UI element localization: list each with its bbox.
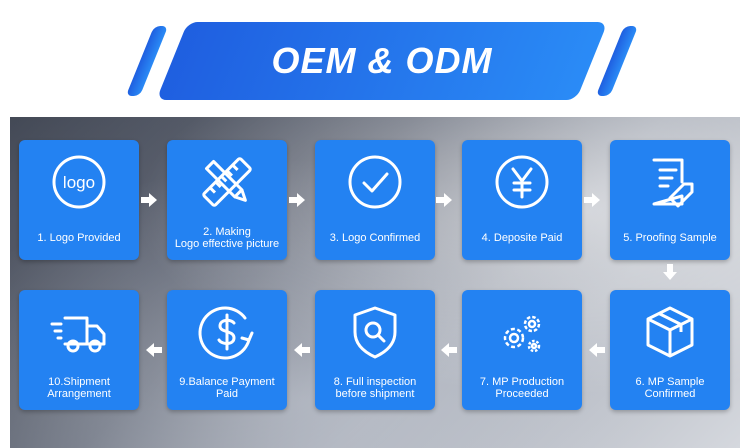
arrow-right-icon [435, 191, 453, 209]
step-label-8: 8. Full inspection before shipment [333, 376, 417, 400]
arrow-right-icon [583, 191, 601, 209]
step-label-10: 10.Shipment Arrangement [47, 376, 111, 400]
shield-search-icon [345, 302, 405, 362]
banner-title: OEM & ODM [271, 40, 493, 81]
step-label-9: 9.Balance Payment Paid [179, 376, 275, 400]
arrow-left-icon [440, 341, 458, 359]
step-card-4: 4. Deposite Paid [462, 140, 582, 260]
arrow-down-icon [661, 263, 679, 281]
checkmark-circle-icon [345, 152, 405, 212]
step-card-2: 2. Making Logo effective picture [167, 140, 287, 260]
arrow-right-icon [140, 191, 158, 209]
step-card-3: 3. Logo Confirmed [315, 140, 435, 260]
step-card-8: 8. Full inspection before shipment [315, 290, 435, 410]
arrow-left-icon [145, 341, 163, 359]
logo-circle-icon: logo [49, 152, 109, 212]
step-card-5: 5. Proofing Sample [610, 140, 730, 260]
step-card-9: 9.Balance Payment Paid [167, 290, 287, 410]
arrow-left-icon [588, 341, 606, 359]
banner-accent-right [595, 26, 639, 96]
step-label-2: 2. Making Logo effective picture [174, 226, 280, 250]
yen-coin-icon [492, 152, 552, 212]
step-card-7: 7. MP Production Proceeded [462, 290, 582, 410]
step-card-10: 10.Shipment Arrangement [19, 290, 139, 410]
step-card-6: 6. MP Sample Confirmed [610, 290, 730, 410]
arrow-left-icon [293, 341, 311, 359]
step-label-1: 1. Logo Provided [37, 232, 121, 244]
delivery-truck-icon [49, 302, 109, 362]
step-label-3: 3. Logo Confirmed [329, 232, 421, 244]
banner: OEM & ODM [0, 0, 750, 108]
step-label-7: 7. MP Production Proceeded [479, 376, 565, 400]
step-label-5: 5. Proofing Sample [623, 232, 717, 244]
logo-icon-text: logo [63, 173, 95, 192]
arrow-right-icon [288, 191, 306, 209]
step-label-4: 4. Deposite Paid [481, 232, 563, 244]
document-tag-icon [640, 152, 700, 212]
box-icon [640, 302, 700, 362]
step-card-1: logo 1. Logo Provided [19, 140, 139, 260]
gears-icon [492, 302, 552, 362]
dollar-circle-icon [197, 302, 257, 362]
step-label-6: 6. MP Sample Confirmed [635, 376, 705, 400]
pencil-ruler-icon [197, 152, 257, 212]
